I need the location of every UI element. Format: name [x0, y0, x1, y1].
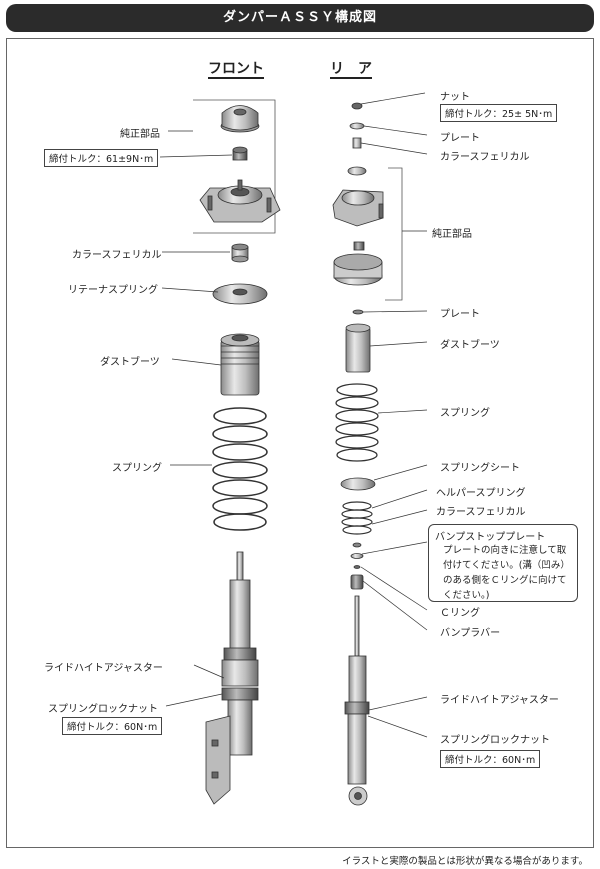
- front-damper: [205, 551, 259, 805]
- rear-helper-spring: [341, 501, 373, 535]
- footer-disclaimer: イラストと実際の製品とは形状が異なる場合があります。: [342, 856, 588, 867]
- rear-c-ring-label: Ｃリング: [440, 608, 480, 619]
- front-collar-spherical-label: カラースフェリカル: [72, 250, 162, 261]
- rear-c-ring: [353, 565, 361, 569]
- rear-dust-boots: [345, 323, 371, 373]
- rear-helper-spring-label: ヘルパースプリング: [436, 488, 526, 499]
- rear-plate-top: [349, 122, 365, 130]
- rear-damper: [344, 595, 370, 806]
- note-title: バンプストッププレート: [435, 532, 546, 543]
- rear-spring-seat: [340, 477, 376, 491]
- rear-bump-rubber-label: バンプラバー: [440, 628, 501, 639]
- rear-nut: [351, 102, 363, 110]
- rear-collar-spherical-bottom-label: カラースフェリカル: [436, 507, 526, 518]
- rear-upper-parts: [332, 166, 384, 286]
- front-dust-boots: [220, 333, 260, 396]
- bump-stop-plate-note: バンプストッププレート プレートの向きに注意して取付けてください。(溝（凹み）の…: [428, 524, 578, 602]
- front-dust-boots-label: ダストブーツ: [100, 357, 160, 368]
- rear-dust-boots-label: ダストブーツ: [440, 340, 500, 351]
- rear-nut-label: ナット: [440, 92, 470, 103]
- rear-genuine-parts-label: 純正部品: [432, 229, 472, 240]
- rear-bump-stop-plate: [350, 553, 364, 559]
- front-spring-lock-nut-label: スプリングロックナット: [48, 704, 158, 715]
- header-title: ダンパーＡＳＳＹ構成図: [222, 10, 377, 25]
- rear-plate-mid: [352, 309, 364, 315]
- page-header: ダンパーＡＳＳＹ構成図: [6, 4, 594, 32]
- front-spring-label: スプリング: [112, 463, 162, 474]
- front-collar-spherical: [231, 243, 249, 263]
- rear-torque-nut-box: 締付トルク：25± 5N･m: [440, 104, 558, 122]
- rear-assembly: [332, 102, 403, 806]
- rear-spring-lock-nut-label: スプリングロックナット: [440, 735, 550, 746]
- rear-spring-label: スプリング: [440, 408, 490, 419]
- front-top-cap: [220, 105, 260, 133]
- front-ride-height-adjuster-label: ライドハイトアジャスター: [44, 663, 163, 674]
- rear-collar-bottom: [352, 542, 362, 548]
- front-top-nut: [232, 146, 248, 161]
- rear-ride-height-adjuster-label: ライドハイトアジャスター: [440, 695, 559, 706]
- rear-plate-mid-label: プレート: [440, 309, 480, 320]
- front-spring: [212, 407, 268, 531]
- rear-spring-seat-label: スプリングシート: [440, 463, 520, 474]
- diagram-frame: [6, 38, 594, 848]
- note-body: プレートの向きに注意して取付けてください。(溝（凹み）のある側をＣリングに向けて…: [443, 545, 570, 601]
- rear-plate-top-label: プレート: [440, 133, 480, 144]
- front-retainer-spring-label: リテーナスプリング: [68, 285, 158, 296]
- front-upper-mount: [199, 179, 281, 223]
- rear-spring: [335, 383, 379, 462]
- rear-collar-top: [352, 137, 362, 149]
- rear-torque-lock-box: 締付トルク：60N･m: [440, 750, 541, 768]
- front-torque-lock-box: 締付トルク：60N･m: [62, 717, 163, 735]
- front-retainer-plate: [212, 283, 268, 305]
- leader-lines: [159, 92, 428, 738]
- front-column-title: フロント: [208, 61, 264, 77]
- rear-collar-spherical-top-label: カラースフェリカル: [440, 152, 530, 163]
- rear-bump-rubber: [350, 574, 364, 590]
- front-torque-top-box: 締付トルク：61±9N･m: [44, 149, 159, 167]
- front-assembly: [193, 99, 281, 805]
- front-genuine-parts-label: 純正部品: [120, 129, 160, 140]
- rear-column-title: リ ア: [330, 61, 372, 77]
